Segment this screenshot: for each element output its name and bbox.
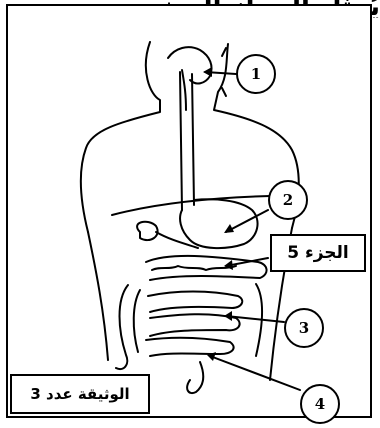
small-intestine-loop-1 <box>148 292 242 313</box>
torso-left <box>88 232 108 360</box>
leader-line-3 <box>226 316 284 322</box>
esophagus-left <box>180 72 182 210</box>
leader-line-4 <box>210 356 300 390</box>
arrowhead-1 <box>203 67 212 77</box>
gallbladder <box>137 222 158 240</box>
small-intestine-loop-3 <box>146 338 234 356</box>
callout-3: 3 <box>284 308 324 348</box>
stomach <box>180 199 257 248</box>
callout-2: 2 <box>268 180 308 220</box>
small-intestine-loop-2 <box>150 314 240 336</box>
ascending-colon-inner <box>134 290 140 352</box>
pharynx <box>182 70 186 110</box>
document-label: الوثيقة عدد 3 <box>10 374 150 414</box>
callout-1: 1 <box>236 54 276 94</box>
part-5-label: الجزء 5 <box>270 234 366 272</box>
colon-bumps <box>152 266 236 270</box>
arrowhead-3 <box>224 311 232 321</box>
ascending-colon <box>116 285 128 369</box>
rectum <box>187 362 203 393</box>
duodenum <box>156 232 198 248</box>
head-outline <box>81 42 160 232</box>
callout-4: 4 <box>300 384 340 424</box>
mouth <box>168 47 212 83</box>
esophagus-right <box>192 74 194 205</box>
